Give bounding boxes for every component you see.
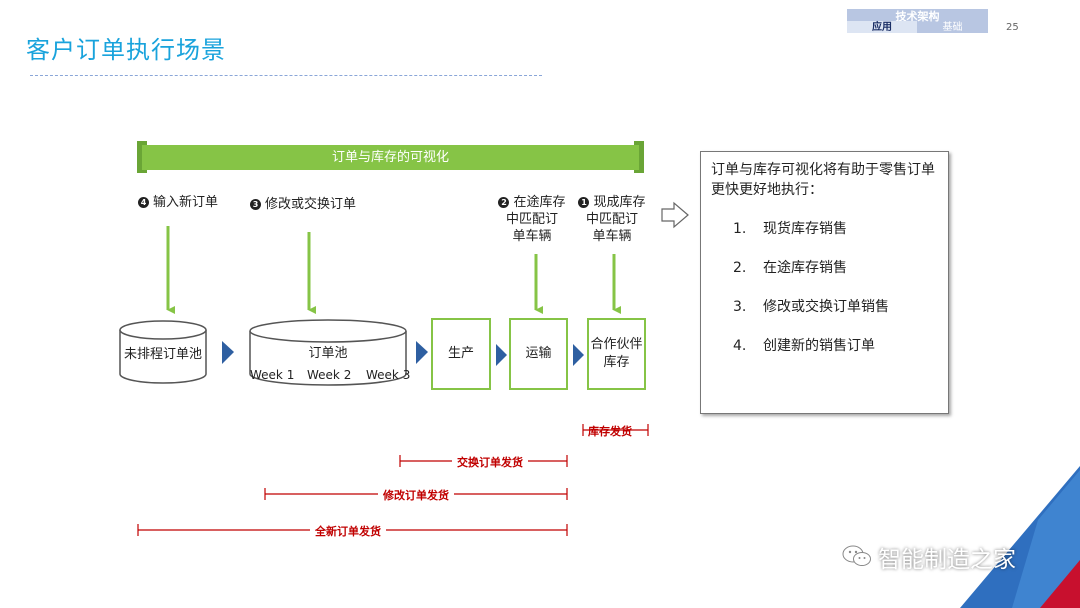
step-4-badge: 4 [138, 197, 149, 208]
shipment-stock-label: 库存发货 [588, 425, 632, 438]
shipment-lines [137, 424, 649, 536]
order-pool-label: 订单池 [308, 346, 348, 361]
partner-stock-box: 合作伙伴 库存 [587, 318, 646, 390]
unscheduled-pool-label: 未排程订单池 [123, 347, 202, 362]
info-item-4: 4.创建新的销售订单 [733, 338, 875, 354]
info-item-3: 3.修改或交换订单销售 [733, 299, 889, 315]
production-label: 生产 [447, 346, 474, 361]
shipment-new-label: 全新订单发货 [310, 523, 386, 539]
section-tab-foundation: 基础 [942, 22, 963, 33]
week-2-label: Week 2 [307, 368, 352, 382]
section-tab-application: 应用 [847, 21, 917, 33]
info-heading: 订单与库存可视化将有助于零售订单更快更好地执行： [711, 162, 935, 198]
shipment-modify-label: 修改订单发货 [378, 487, 454, 503]
page-number: 25 [1006, 22, 1019, 33]
wechat-icon [842, 544, 872, 568]
partner-stock-line-2: 库存 [603, 355, 630, 370]
title-underline [30, 75, 542, 76]
week-1-label: Week 1 [250, 368, 295, 382]
flow-arrow-1 [222, 341, 234, 364]
watermark-text: 智能制造之家 [878, 547, 1016, 573]
flow-arrow-4 [573, 344, 584, 366]
transport-label: 运输 [525, 346, 552, 361]
transport-box: 运输 [509, 318, 568, 390]
banner-bar [142, 145, 639, 170]
partner-stock-line-1: 合作伙伴 [590, 337, 643, 352]
info-item-1: 1.现货库存销售 [733, 221, 847, 237]
cylinder-unscheduled-pool [119, 320, 207, 384]
info-box: 订单与库存可视化将有助于零售订单更快更好地执行： 1.现货库存销售 2.在途库存… [700, 151, 949, 414]
info-item-2: 2.在途库存销售 [733, 260, 847, 276]
production-box: 生产 [431, 318, 491, 390]
hollow-pointer-arrow [661, 201, 689, 229]
flow-arrow-3 [496, 344, 507, 366]
corner-blue-shape-2 [1012, 470, 1080, 608]
page-title: 客户订单执行场景 [26, 36, 226, 64]
week-3-label: Week 3 [366, 368, 411, 382]
banner-label: 订单与库存的可视化 [331, 150, 449, 165]
step-1-badge: 1 [578, 197, 590, 208]
shipment-exchange-label: 交换订单发货 [452, 454, 528, 470]
cylinder-order-pool [249, 319, 407, 386]
section-tab-architecture: 技术架构 [895, 10, 940, 23]
step-3-badge: 3 [250, 199, 261, 210]
corner-red-shape [1040, 560, 1080, 608]
step-2-badge: 2 [498, 197, 510, 208]
flow-arrow-2 [416, 341, 428, 364]
